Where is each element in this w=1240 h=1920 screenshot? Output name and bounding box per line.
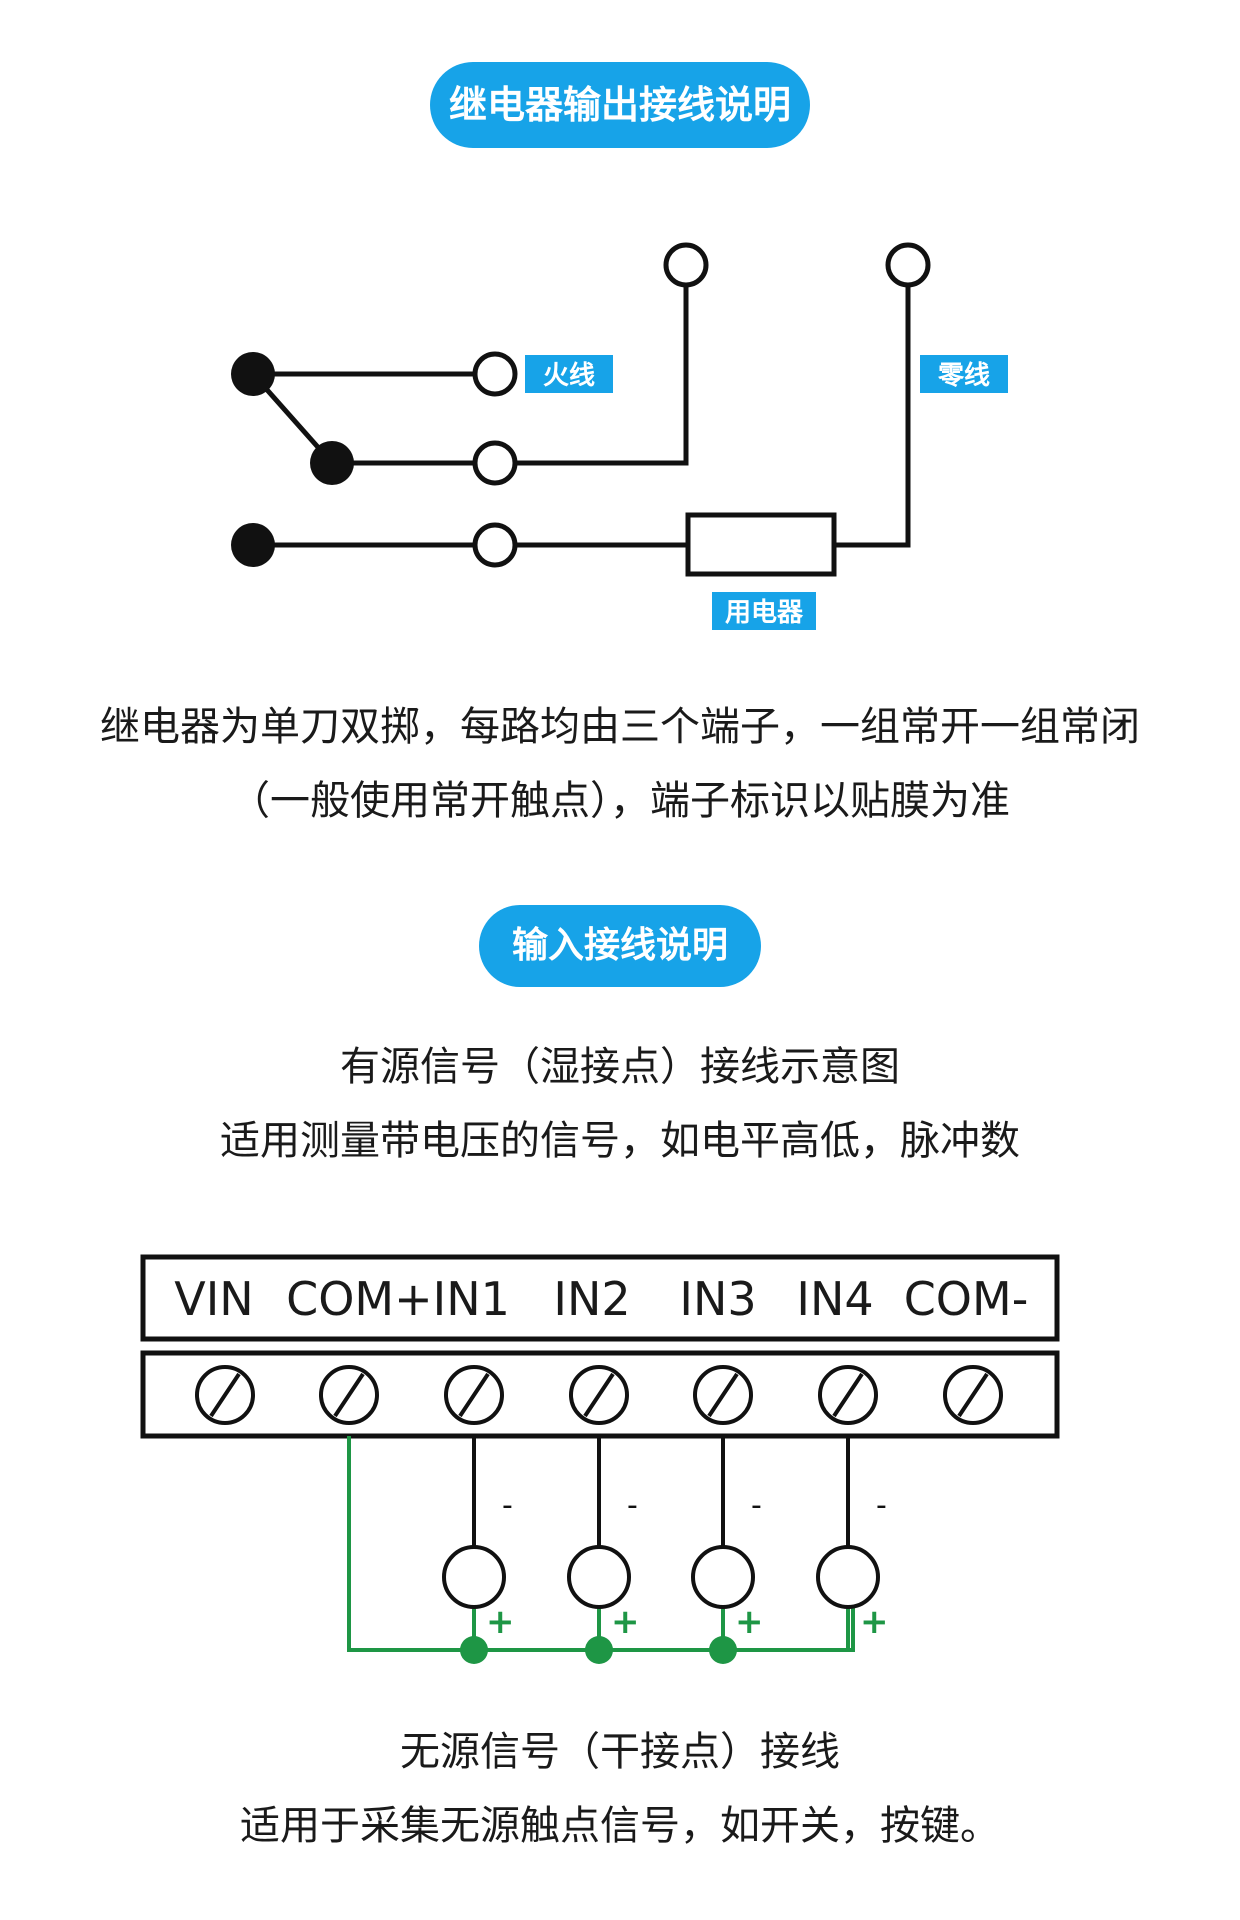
- terminal-label-com-minus: COM-: [904, 1272, 1029, 1326]
- pivot-dot-bottom: [231, 523, 275, 567]
- terminal-label-in2: IN2: [553, 1272, 630, 1326]
- pivot-dot-top: [231, 352, 275, 396]
- terminal-label-strip: [140, 1254, 1060, 1342]
- wet-contact-usage: 适用测量带电压的信号，如电平高低，脉冲数: [220, 1118, 1020, 1164]
- input-wiring-diagram: VIN COM+IN1 IN2 IN3 IN4 COM- - + - + - + - +: [140, 1254, 1060, 1664]
- neutral-label-bg: [920, 355, 1008, 393]
- minus-sign-1: -: [502, 1488, 513, 1523]
- relay-description-line-2: （一般使用常开触点），端子标识以贴膜为准: [230, 778, 1010, 824]
- minus-sign-4: -: [876, 1488, 887, 1523]
- dry-contact-description: 无源信号（干接点）接线 适用于采集无源触点信号，如开关，按键。: [0, 1715, 1240, 1863]
- screw-slot-1: [209, 1372, 241, 1418]
- relay-wiring-diagram: 火线 零线 用电器: [231, 242, 1008, 630]
- appliance-label-bg: [712, 592, 816, 630]
- signal-source-1: [442, 1545, 506, 1609]
- screw-slot-7: [957, 1372, 989, 1418]
- terminal-label-com-in1: COM+IN1: [286, 1272, 510, 1326]
- junction-dot-2: [585, 1636, 613, 1664]
- signal-source-4: [816, 1545, 880, 1609]
- wet-contact-description: 有源信号（湿接点）接线示意图 适用测量带电压的信号，如电平高低，脉冲数: [0, 1030, 1240, 1178]
- dry-contact-title: 无源信号（干接点）接线: [400, 1729, 840, 1775]
- screw-slot-5: [707, 1372, 739, 1418]
- signal-source-2: [567, 1545, 631, 1609]
- live-wire: [515, 285, 689, 466]
- terminal-circle-neutral: [885, 242, 931, 288]
- relay-description-line-1: 继电器为单刀双掷，每路均由三个端子，一组常开一组常闭: [100, 704, 1140, 750]
- relay-description: 继电器为单刀双掷，每路均由三个端子，一组常开一组常闭 （一般使用常开触点），端子…: [0, 690, 1240, 838]
- live-label-bg: [525, 355, 613, 393]
- terminal-circle-live: [663, 242, 709, 288]
- terminal-circle-no: [472, 440, 518, 486]
- appliance-label: 用电器: [725, 598, 804, 628]
- signal-source-3: [691, 1545, 755, 1609]
- pivot-dot-mid: [310, 441, 354, 485]
- neutral-label: 零线: [938, 361, 990, 391]
- live-label: 火线: [543, 361, 595, 391]
- terminal-label-in4: IN4: [796, 1272, 873, 1326]
- appliance-load: [685, 512, 837, 577]
- plus-sign-3: +: [735, 1602, 764, 1642]
- junction-dot-3: [709, 1636, 737, 1664]
- wet-contact-title: 有源信号（湿接点）接线示意图: [340, 1044, 900, 1090]
- relay-section-title: 继电器输出接线说明: [430, 62, 810, 148]
- terminal-circle-nc: [472, 351, 518, 397]
- plus-sign-1: +: [486, 1602, 515, 1642]
- plus-sign-4: +: [860, 1602, 889, 1642]
- plus-sign-2: +: [611, 1602, 640, 1642]
- junction-dot-1: [460, 1636, 488, 1664]
- terminal-circle-com: [472, 522, 518, 568]
- terminal-label-vin: VIN: [174, 1272, 253, 1326]
- minus-sign-3: -: [751, 1488, 762, 1523]
- screw-slot-6: [832, 1372, 864, 1418]
- input-section-title: 输入接线说明: [479, 905, 761, 987]
- screw-slot-3: [458, 1372, 490, 1418]
- screw-slot-2: [333, 1372, 365, 1418]
- minus-sign-2: -: [627, 1488, 638, 1523]
- neutral-wire: [834, 285, 911, 548]
- screw-slot-4: [583, 1372, 615, 1418]
- dry-contact-usage: 适用于采集无源触点信号，如开关，按键。: [240, 1803, 1000, 1849]
- terminal-label-in3: IN3: [679, 1272, 756, 1326]
